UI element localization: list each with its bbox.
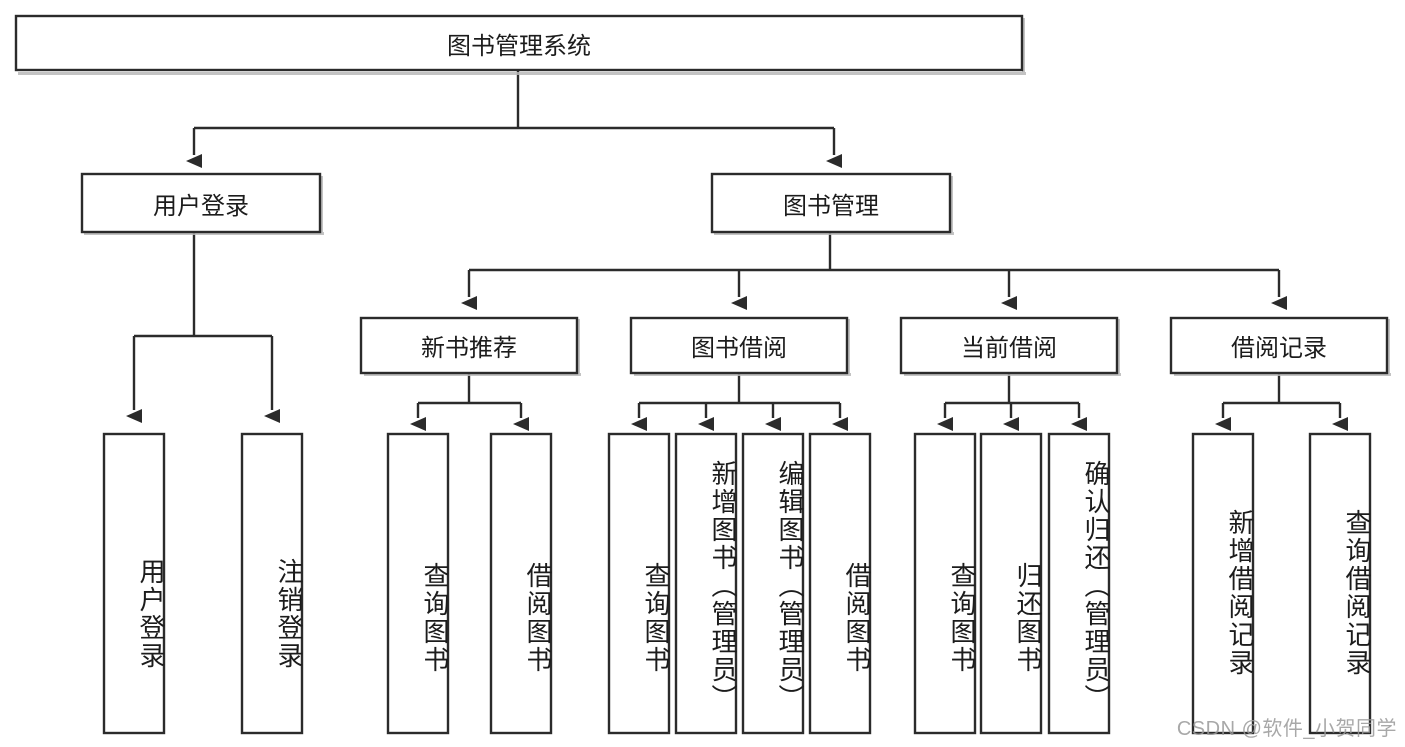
node-leaf-add-record[interactable] (1191, 432, 1255, 735)
node-leaf-add-book[interactable] (674, 432, 738, 735)
node-leaf-borrow-book-2[interactable] (808, 432, 872, 735)
connector-layer (126, 70, 1348, 431)
node-book-management[interactable] (710, 172, 952, 234)
node-leaf-query-book-3[interactable] (913, 432, 977, 735)
node-user-login[interactable] (80, 172, 322, 234)
node-leaf-query-record[interactable] (1308, 432, 1372, 735)
node-leaf-user-login[interactable] (102, 432, 166, 735)
node-leaf-query-book-1[interactable] (386, 432, 450, 735)
box-layer (14, 14, 1389, 735)
node-leaf-confirm-return[interactable] (1047, 432, 1111, 735)
node-new-book-recommend[interactable] (359, 316, 579, 375)
node-leaf-return-book[interactable] (979, 432, 1043, 735)
node-current-borrow[interactable] (899, 316, 1119, 375)
box-shadow-layer (18, 18, 1391, 376)
node-leaf-edit-book[interactable] (741, 432, 805, 735)
node-leaf-borrow-book-1[interactable] (489, 432, 553, 735)
node-book-borrow[interactable] (629, 316, 849, 375)
node-leaf-query-book-2[interactable] (607, 432, 671, 735)
node-borrow-record[interactable] (1169, 316, 1389, 375)
node-leaf-logout[interactable] (240, 432, 304, 735)
node-root[interactable] (14, 14, 1024, 72)
